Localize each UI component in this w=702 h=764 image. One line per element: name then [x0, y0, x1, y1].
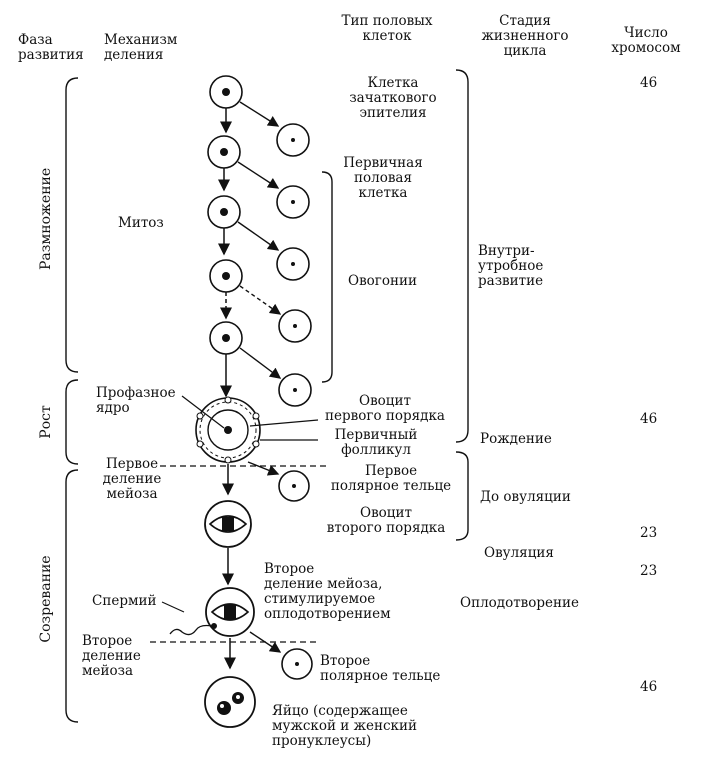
germinal-epithelium-cell [209, 75, 243, 109]
phase-bracket-growth [65, 379, 79, 465]
oogonium-cell-2 [209, 259, 243, 293]
cell-oogonia: Овогонии [348, 273, 417, 289]
mitosis-daughter-cell-1 [276, 123, 310, 157]
stage-birth: Рождение [480, 431, 552, 447]
mechanism-first-meiosis: Первое деление мейоза [102, 456, 162, 502]
phase-maturation: Созревание [38, 555, 54, 643]
cell-primary-germ-cell: Первичная половая клетка [343, 155, 423, 201]
first-polar-body-circle [278, 470, 310, 502]
header-phase: Фаза развития [18, 32, 84, 63]
header-mechanism: Механизм деления [104, 32, 178, 63]
cell-second-polar-body: Второе полярное тельце [320, 653, 441, 684]
header-chromosomes: Число хромосом [611, 25, 681, 56]
chromosome-count-5: 46 [640, 679, 658, 695]
stage-before-ovulation: До овуляции [480, 489, 571, 505]
chromosome-count-2: 46 [640, 411, 658, 427]
mitosis-daughter-cell-2 [276, 185, 310, 219]
stage-bracket-before-ovulation [455, 451, 469, 541]
header-stage: Стадия жизненного цикла [481, 13, 569, 59]
sperm-tail [169, 624, 213, 636]
primary-germ-cell-circle [207, 135, 241, 169]
chromosome-count-3: 23 [640, 525, 658, 541]
mitosis-daughter-cell-5 [278, 373, 312, 407]
cell-secondary-oocyte: Овоцит второго порядка [326, 505, 446, 536]
stage-ovulation: Овуляция [484, 545, 554, 561]
egg-circle [204, 676, 256, 728]
phase-bracket-maturation [65, 469, 79, 723]
mechanism-mitosis: Митоз [118, 215, 164, 231]
phase-bracket-reproduction [65, 77, 79, 373]
chromosome-count-1: 46 [640, 75, 658, 91]
fertilized-oocyte-circle [205, 587, 255, 637]
header-cell-type: Тип половых клеток [341, 13, 433, 44]
chromosome-count-4: 23 [640, 563, 658, 579]
mechanism-prophase-nucleus: Профазное ядро [96, 385, 176, 416]
oogonium-cell-3 [209, 321, 243, 355]
cell-second-meiosis-fertilization: Второе деление мейоза, стимулируемое опл… [264, 561, 391, 622]
stage-intrauterine: Внутри- утробное развитие [478, 243, 544, 289]
cell-primary-oocyte: Овоцит первого порядка [325, 393, 445, 424]
secondary-oocyte-circle [204, 500, 252, 548]
cell-first-polar-body: Первое полярное тельце [330, 463, 452, 494]
oogonia-bracket [321, 171, 333, 383]
phase-reproduction: Размножение [38, 167, 54, 270]
cell-germinal-epithelium: Клетка зачаткового эпителия [349, 75, 437, 121]
cell-primary-follicle: Первичный фолликул [334, 427, 418, 458]
oogonium-cell-1 [207, 195, 241, 229]
mitosis-daughter-cell-3 [276, 247, 310, 281]
primary-follicle [195, 396, 261, 464]
cell-egg: Яйцо (содержащее мужской и женский прону… [272, 703, 417, 749]
mitosis-daughter-cell-4 [278, 309, 312, 343]
stage-fertilization: Оплодотворение [460, 595, 580, 611]
phase-growth: Рост [38, 405, 54, 439]
mechanism-second-meiosis: Второе деление мейоза [82, 633, 141, 679]
stage-bracket-intrauterine [455, 69, 469, 443]
mechanism-sperm: Спермий [92, 593, 157, 609]
second-polar-body-circle [281, 648, 313, 680]
